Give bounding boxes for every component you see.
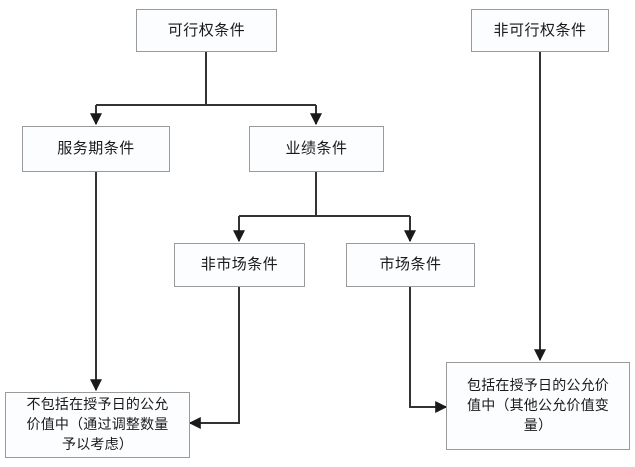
node-market-condition-label: 市场条件 bbox=[379, 255, 442, 274]
node-service-period-condition[interactable]: 服务期条件 bbox=[22, 126, 170, 172]
node-service-period-condition-label: 服务期条件 bbox=[57, 139, 135, 158]
node-performance-condition-label: 业绩条件 bbox=[285, 139, 348, 158]
node-vesting-conditions-label: 可行权条件 bbox=[167, 20, 246, 39]
node-vesting-conditions[interactable]: 可行权条件 bbox=[136, 9, 277, 52]
node-non-market-condition[interactable]: 非市场条件 bbox=[174, 243, 305, 287]
node-excluded-from-grant-date-fair-value[interactable]: 不包括在授予日的公允 价值中（通过调整数量 予以考虑） bbox=[5, 392, 190, 458]
node-included-in-grant-date-fair-value-label: 包括在授予日的公允价 值中（其他公允价值变 量） bbox=[467, 377, 609, 435]
node-non-vesting-conditions-label: 非可行权条件 bbox=[493, 20, 587, 39]
node-performance-condition[interactable]: 业绩条件 bbox=[249, 126, 384, 172]
edge-market-to-included bbox=[409, 287, 448, 413]
node-non-market-condition-label: 非市场条件 bbox=[200, 255, 279, 274]
node-excluded-from-grant-date-fair-value-label: 不包括在授予日的公允 价值中（通过调整数量 予以考虑） bbox=[26, 396, 169, 454]
node-included-in-grant-date-fair-value[interactable]: 包括在授予日的公允价 值中（其他公允价值变 量） bbox=[446, 362, 630, 450]
edge-non-market-to-excluded bbox=[188, 287, 240, 429]
node-market-condition[interactable]: 市场条件 bbox=[346, 243, 475, 287]
node-non-vesting-conditions[interactable]: 非可行权条件 bbox=[471, 9, 609, 52]
